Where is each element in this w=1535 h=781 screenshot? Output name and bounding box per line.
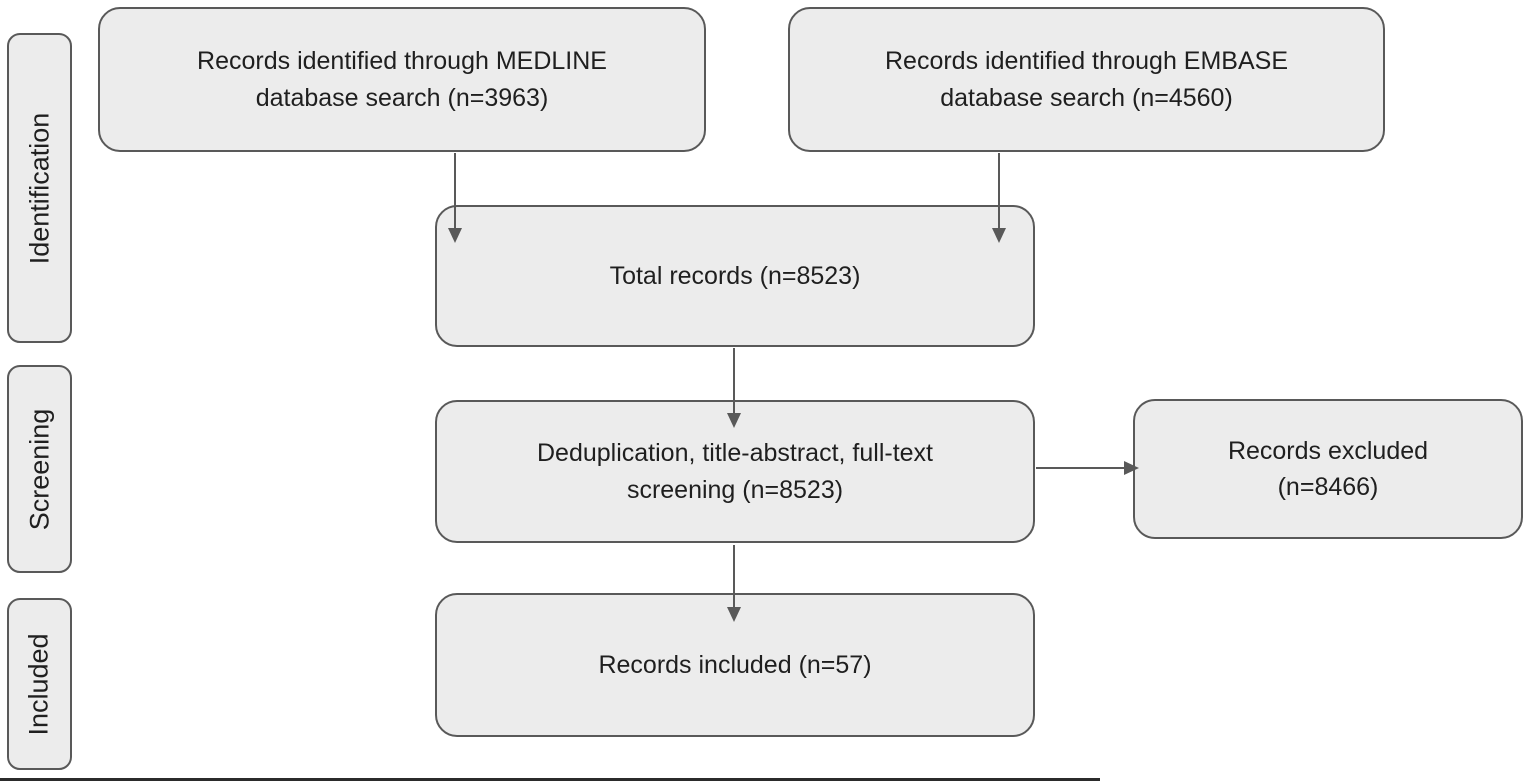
box-screening-text: Deduplication, title-abstract, full-text…	[536, 439, 933, 504]
stage-identification: Identification	[7, 33, 72, 343]
box-embase-records: Records identified through EMBASE databa…	[788, 7, 1385, 152]
box-records-included-text: Records included (n=57)	[598, 650, 872, 679]
stage-screening: Screening	[7, 365, 72, 573]
stage-included-label: Included	[24, 632, 54, 736]
stage-included: Included	[7, 598, 72, 770]
arrow-total-to-screening-icon	[727, 348, 741, 428]
stage-identification-label: Identification	[24, 112, 55, 264]
arrow-medline-to-total-icon	[448, 153, 462, 243]
bottom-border-line	[0, 778, 1100, 781]
arrow-screening-to-excluded-icon	[1036, 461, 1139, 475]
box-records-excluded-text: Records excluded (n=8466)	[1227, 436, 1429, 501]
stage-screening-label: Screening	[24, 408, 54, 530]
box-medline-records: Records identified through MEDLINE datab…	[98, 7, 706, 152]
arrow-embase-to-total-icon	[992, 153, 1006, 243]
arrow-screening-to-included-icon	[727, 545, 741, 622]
box-records-included: Records included (n=57)	[435, 593, 1035, 737]
box-records-excluded: Records excluded (n=8466)	[1133, 399, 1523, 539]
box-total-records: Total records (n=8523)	[435, 205, 1035, 347]
box-total-records-text: Total records (n=8523)	[609, 261, 861, 290]
box-embase-records-text: Records identified through EMBASE databa…	[885, 47, 1288, 112]
box-medline-records-text: Records identified through MEDLINE datab…	[197, 47, 607, 112]
